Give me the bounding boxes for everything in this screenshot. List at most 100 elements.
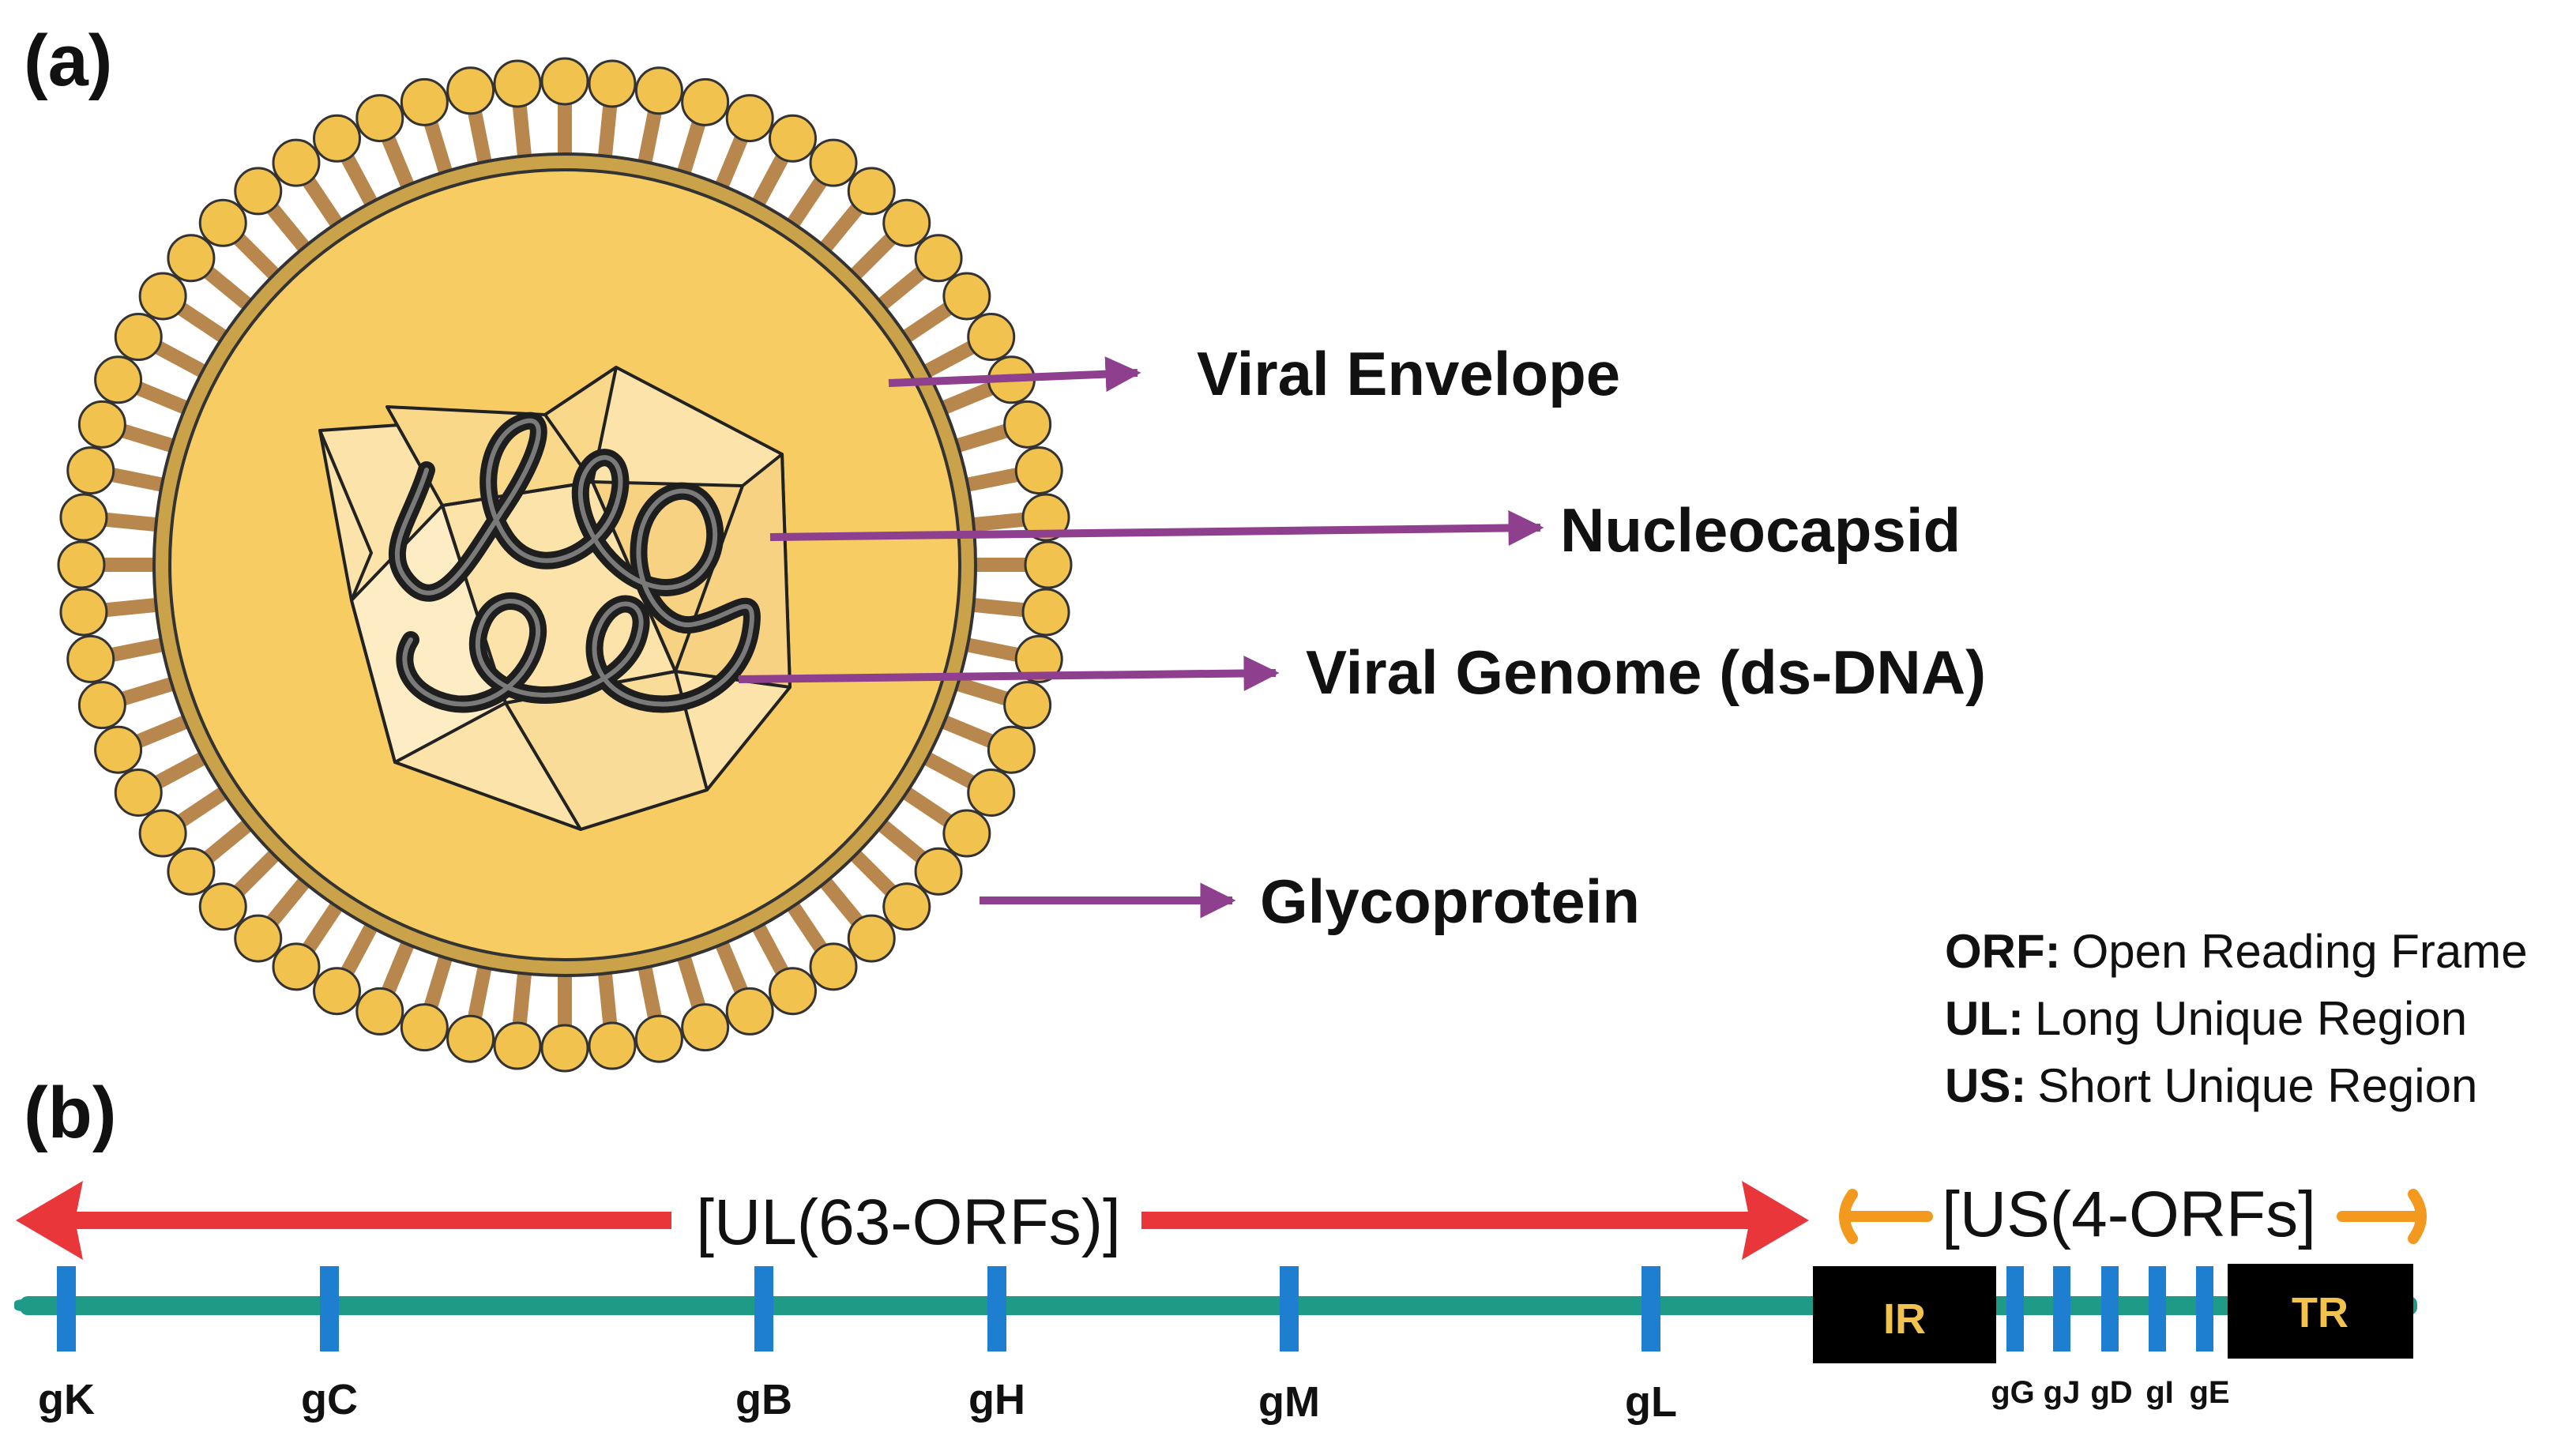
lipid-tail <box>153 750 210 789</box>
lipid-tail <box>597 968 618 1026</box>
lipid-head <box>809 942 858 991</box>
lipid-head <box>66 634 115 683</box>
lipid-tail <box>952 675 1010 706</box>
lipid-head <box>634 66 683 115</box>
lipid-head <box>540 57 589 106</box>
lipid-head <box>355 987 404 1036</box>
lipid-head <box>634 1014 683 1063</box>
gene-marker-gb <box>754 1266 773 1351</box>
gene-label-gl: gL <box>1625 1378 1677 1426</box>
lipid-head <box>1021 493 1070 542</box>
lipid-head <box>1003 681 1052 730</box>
glycoprotein-label: Glycoprotein <box>1260 866 1640 936</box>
lipid-tail <box>938 381 995 416</box>
gene-label-gk: gK <box>38 1376 95 1423</box>
lipid-tail <box>968 597 1026 618</box>
lipid-tail <box>110 468 167 493</box>
virion-illustration <box>57 57 1073 1073</box>
lipid-head <box>1003 400 1052 449</box>
lipid-tail <box>817 874 864 927</box>
gene-label-gg: gG <box>1991 1375 2035 1410</box>
gene-label-gj: gJ <box>2044 1375 2081 1410</box>
lipid-tail <box>675 120 706 178</box>
gene-marker-gc <box>320 1266 339 1351</box>
lipid-tail <box>968 512 1026 532</box>
lipid-tail <box>784 899 828 953</box>
lipid-head <box>681 1003 730 1052</box>
lipid-head <box>272 942 321 991</box>
nucleocapsid-callout-arrow <box>769 510 1544 546</box>
lipid-head <box>847 914 896 963</box>
lipid-head <box>94 355 143 404</box>
lipid-head <box>1014 446 1063 495</box>
lipid-tail <box>962 637 1020 662</box>
lipid-head <box>967 313 1016 362</box>
lipid-tail <box>176 302 231 345</box>
us-region-label: [US(4-ORFs] <box>1942 1178 2316 1250</box>
lipid-head <box>588 59 637 108</box>
lipid-tail <box>232 847 283 897</box>
lipid-head <box>493 59 542 108</box>
gene-label-gh: gH <box>968 1376 1025 1423</box>
lipid-head <box>493 1021 542 1070</box>
lipid-tail <box>899 784 953 828</box>
lipid-head <box>313 967 362 1016</box>
lipid-tail <box>302 176 345 231</box>
gene-marker-ge <box>2196 1266 2213 1351</box>
lipid-tail <box>120 675 178 706</box>
gene-marker-gl <box>1641 1266 1660 1351</box>
ul-gene-markers <box>57 1266 1660 1351</box>
lipid-head <box>400 77 449 126</box>
lipid-head <box>725 987 774 1036</box>
lipid-tail <box>938 713 995 749</box>
nucleocapsid-label: Nucleocapsid <box>1560 495 1961 565</box>
lipid-tail <box>381 135 416 192</box>
lipid-tail <box>750 919 789 976</box>
lipid-head <box>540 1024 589 1073</box>
lipid-head <box>1014 634 1063 683</box>
gene-label-gd: gD <box>2090 1375 2132 1410</box>
lipid-head <box>114 768 163 817</box>
gene-marker-gi <box>2149 1266 2166 1351</box>
lipid-head <box>768 967 817 1016</box>
lipid-tail <box>512 103 532 161</box>
lipid-tail <box>750 153 789 210</box>
lipid-tail <box>103 597 161 618</box>
panel-a-label: (a) <box>24 21 112 101</box>
lipid-head <box>66 446 115 495</box>
lipid-head <box>272 138 321 187</box>
gene-label-ge: gE <box>2189 1375 2229 1410</box>
lipid-head <box>167 847 216 896</box>
lipid-tail <box>847 847 897 897</box>
lipid-head <box>882 882 931 931</box>
lipid-tail <box>675 952 706 1009</box>
lipid-head <box>681 77 730 126</box>
lipid-tail <box>423 120 454 178</box>
ir-label: IR <box>1883 1295 1926 1343</box>
lipid-tail <box>784 176 828 231</box>
lipid-tail <box>265 203 313 255</box>
gene-marker-gh <box>987 1266 1006 1351</box>
gene-label-gi: gI <box>2145 1375 2174 1410</box>
lipid-head <box>167 234 216 283</box>
lipid-head <box>942 809 991 858</box>
lipid-head <box>138 272 187 321</box>
lipid-tail <box>381 938 416 994</box>
ul-region-arrow <box>16 1181 1809 1260</box>
viral-envelope-label: Viral Envelope <box>1197 339 1620 408</box>
abbreviation-legend: ORF:Open Reading Frame UL:Long Unique Re… <box>1945 925 2528 1112</box>
lipid-tail <box>468 962 493 1020</box>
lipid-tail <box>110 637 167 662</box>
phospholipid-tails <box>103 103 1027 1027</box>
gene-label-gc: gC <box>301 1376 358 1423</box>
lipid-head <box>1024 540 1073 589</box>
gene-marker-gd <box>2101 1266 2119 1351</box>
lipid-head <box>59 493 108 542</box>
lipid-head <box>942 272 991 321</box>
tr-block <box>2228 1264 2413 1359</box>
genome-callout-arrow <box>738 655 1280 691</box>
lipid-head <box>59 588 108 637</box>
lipid-tail <box>103 512 161 532</box>
legend-row-ul: UL:Long Unique Region <box>1945 992 2467 1045</box>
gene-label-gb: gB <box>735 1376 792 1423</box>
